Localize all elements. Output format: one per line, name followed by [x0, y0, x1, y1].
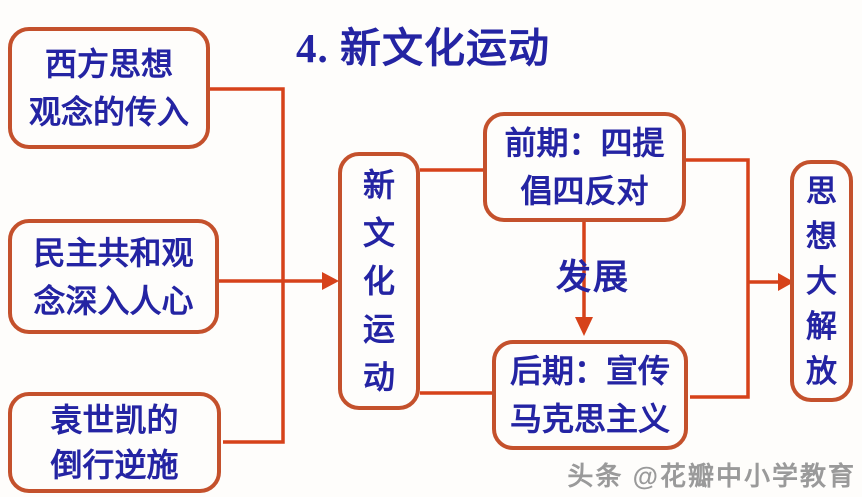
- cause-western-line2: 观念的传入: [28, 94, 189, 130]
- result-box-thought-liberation: 思想大解放: [790, 160, 853, 402]
- cause-western-line1: 西方思想: [44, 46, 173, 82]
- center-box-text: 新文化运动: [362, 167, 395, 395]
- connector-stages-junction: [684, 158, 750, 399]
- early-stage-line1: 前期：四提: [504, 125, 665, 161]
- cause-box-western-ideas: 西方思想 观念的传入: [8, 27, 210, 149]
- arrowhead-right-icon: [322, 272, 339, 290]
- early-stage-box: 前期：四提 倡四反对: [483, 112, 686, 222]
- page-title: 4. 新文化运动: [296, 25, 550, 71]
- late-stage-box: 后期：宣传 马克思主义: [492, 340, 688, 450]
- cause-yuan-line2: 倒行逆施: [50, 446, 179, 483]
- connector-causes-junction: [210, 87, 285, 444]
- late-stage-line2: 马克思主义: [509, 401, 670, 437]
- arrowhead-result-icon: [778, 273, 794, 291]
- cause-yuan-line1: 袁世凯的: [50, 401, 179, 438]
- watermark: 头条 @花瓣中小学教育: [567, 461, 856, 491]
- arrowhead-down-icon: [575, 317, 593, 336]
- late-stage-line1: 后期：宣传: [509, 353, 670, 389]
- development-label: 发展: [556, 258, 631, 297]
- cause-democratic-line2: 念深入人心: [33, 282, 194, 319]
- cause-box-yuan-shikai: 袁世凯的 倒行逆施: [8, 392, 221, 493]
- center-box-new-culture-movement: 新文化运动: [338, 152, 420, 410]
- early-stage-line2: 倡四反对: [520, 173, 649, 209]
- cause-democratic-line1: 民主共和观: [33, 234, 194, 271]
- cause-box-democratic-republic: 民主共和观 念深入人心: [8, 219, 219, 334]
- result-box-text: 思想大解放: [806, 173, 837, 389]
